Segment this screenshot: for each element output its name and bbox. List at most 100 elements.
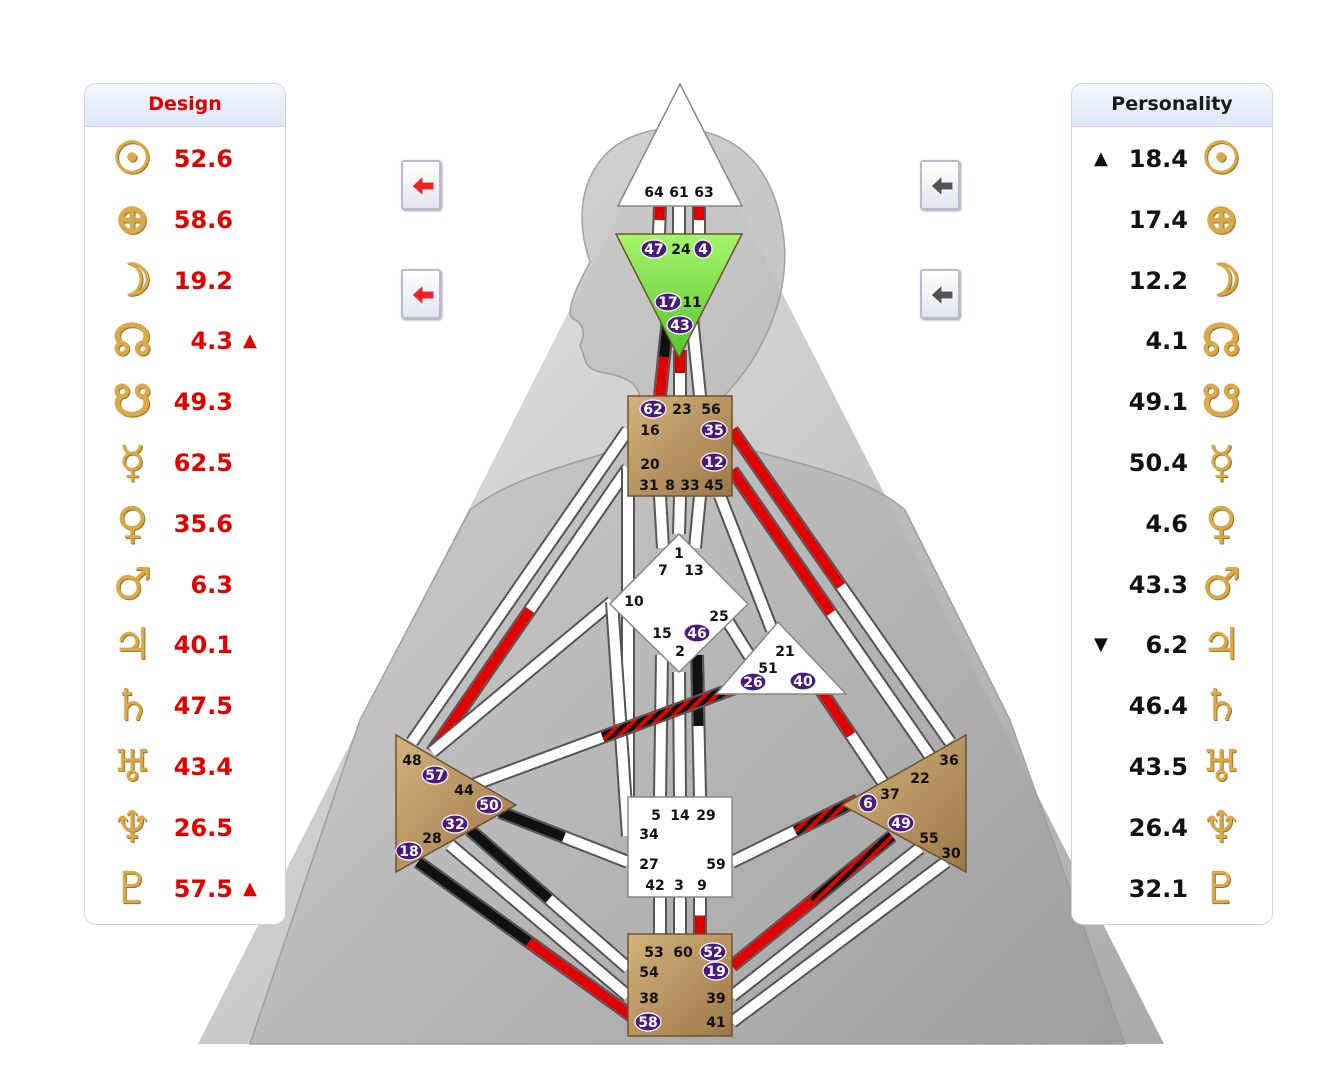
gate-26-activation: [600, 683, 737, 742]
gate-49[interactable]: 49: [887, 813, 915, 833]
gate-48[interactable]: 48: [402, 753, 421, 769]
gate-42[interactable]: 42: [645, 878, 664, 894]
gate-32[interactable]: 32: [441, 814, 469, 834]
gate-6[interactable]: 6: [858, 793, 878, 813]
gate-29[interactable]: 29: [696, 808, 715, 824]
gate-12[interactable]: 12: [700, 452, 728, 472]
gate-55[interactable]: 55: [919, 831, 938, 847]
gate-9[interactable]: 9: [697, 878, 707, 894]
gate-45[interactable]: 45: [704, 478, 723, 494]
active-gate-marker: [421, 765, 449, 785]
gate-38[interactable]: 38: [639, 991, 658, 1007]
gate-number: 57: [425, 768, 444, 784]
gate-7[interactable]: 7: [658, 563, 668, 579]
gate-54[interactable]: 54: [639, 965, 659, 981]
gate-50[interactable]: 50: [475, 795, 503, 815]
channel-16-48: [406, 426, 634, 746]
personality-value: 50.4: [1128, 449, 1188, 477]
gate-57[interactable]: 57: [421, 765, 449, 785]
gate-30[interactable]: 30: [941, 846, 961, 862]
gate-number: 9: [697, 878, 707, 894]
active-gate-marker: [666, 315, 694, 335]
gate-20[interactable]: 20: [640, 457, 660, 473]
gate-2[interactable]: 2: [675, 644, 685, 660]
gate-61[interactable]: 61: [669, 185, 688, 201]
gate-46-activation: [692, 654, 704, 727]
gate-28[interactable]: 28: [422, 831, 441, 847]
design-value: 43.4: [173, 753, 233, 781]
personality-value: 4.6: [1145, 509, 1188, 538]
design-prev-button-2[interactable]: [401, 269, 441, 319]
gate-32-activation: [466, 826, 553, 903]
gate-18[interactable]: 18: [395, 841, 423, 861]
channel-2-14: [672, 671, 687, 798]
gate-number: 20: [640, 457, 660, 473]
gate-41[interactable]: 41: [706, 1015, 725, 1031]
gate-37[interactable]: 37: [880, 787, 899, 803]
gate-62[interactable]: 62: [639, 399, 667, 419]
gate-3[interactable]: 3: [674, 878, 684, 894]
gate-59[interactable]: 59: [706, 857, 725, 873]
gate-51[interactable]: 51: [758, 661, 777, 677]
personality-prev-button-1[interactable]: [920, 160, 960, 210]
gate-44[interactable]: 44: [454, 783, 474, 799]
g-center[interactable]: 17 13 10 25 15 462: [608, 532, 750, 674]
gate-5[interactable]: 5: [651, 808, 661, 824]
gate-34[interactable]: 34: [639, 827, 659, 843]
gate-19[interactable]: 19: [702, 961, 730, 981]
root-center[interactable]: 53 60 52 54 19 38 39 58 41: [627, 933, 733, 1037]
gate-25[interactable]: 25: [709, 609, 728, 625]
personality-prev-button-2[interactable]: [920, 269, 960, 319]
design-row-south-node: ☋49.3: [85, 375, 285, 431]
gate-60[interactable]: 60: [673, 945, 693, 961]
gate-13[interactable]: 13: [684, 563, 703, 579]
gate-58[interactable]: 58: [634, 1012, 662, 1032]
moon-icon: ☽: [112, 254, 152, 306]
gate-40[interactable]: 40: [789, 671, 817, 691]
gate-31[interactable]: 31: [639, 478, 658, 494]
gate-1[interactable]: 1: [674, 546, 684, 562]
gate-16[interactable]: 16: [640, 423, 659, 439]
jupiter-icon: ♃: [1201, 619, 1241, 671]
personality-row-neptune: ♆26.4: [1072, 801, 1272, 857]
throat-center[interactable]: 62 23 56 16 35 20 12 31 8 33 45: [627, 395, 733, 497]
gate-56[interactable]: 56: [701, 402, 720, 418]
gate-52[interactable]: 52: [699, 942, 727, 962]
gate-10[interactable]: 10: [624, 594, 644, 610]
gate-33[interactable]: 33: [680, 478, 699, 494]
gate-11[interactable]: 11: [682, 295, 701, 311]
gate-22[interactable]: 22: [910, 771, 929, 787]
gate-8[interactable]: 8: [665, 478, 675, 494]
design-prev-button-1[interactable]: [401, 160, 441, 210]
gate-47[interactable]: 47: [640, 239, 668, 259]
gate-17[interactable]: 17: [654, 292, 682, 312]
gate-4[interactable]: 4: [693, 239, 713, 259]
gate-39[interactable]: 39: [706, 991, 725, 1007]
gate-21[interactable]: 21: [775, 644, 794, 660]
gate-35[interactable]: 35: [700, 420, 728, 440]
head-center[interactable]: 64 61 63: [616, 82, 744, 207]
gate-number: 52: [703, 945, 722, 961]
gate-27[interactable]: 27: [639, 857, 658, 873]
gate-64[interactable]: 64: [644, 185, 664, 201]
gate-63[interactable]: 63: [694, 185, 713, 201]
gate-15[interactable]: 15: [652, 626, 671, 642]
gate-50-activation: [498, 807, 566, 842]
gate-46[interactable]: 46: [683, 623, 711, 643]
active-gate-marker: [887, 813, 915, 833]
active-gate-marker: [693, 239, 713, 259]
gate-14[interactable]: 14: [670, 808, 690, 824]
gate-23[interactable]: 23: [672, 402, 691, 418]
gate-36[interactable]: 36: [939, 753, 958, 769]
gate-26[interactable]: 26: [739, 672, 767, 692]
gate-53[interactable]: 53: [644, 945, 663, 961]
gate-24[interactable]: 24: [671, 242, 691, 258]
gate-43[interactable]: 43: [666, 315, 694, 335]
gate-number: 10: [624, 594, 644, 610]
active-gate-marker: [700, 420, 728, 440]
